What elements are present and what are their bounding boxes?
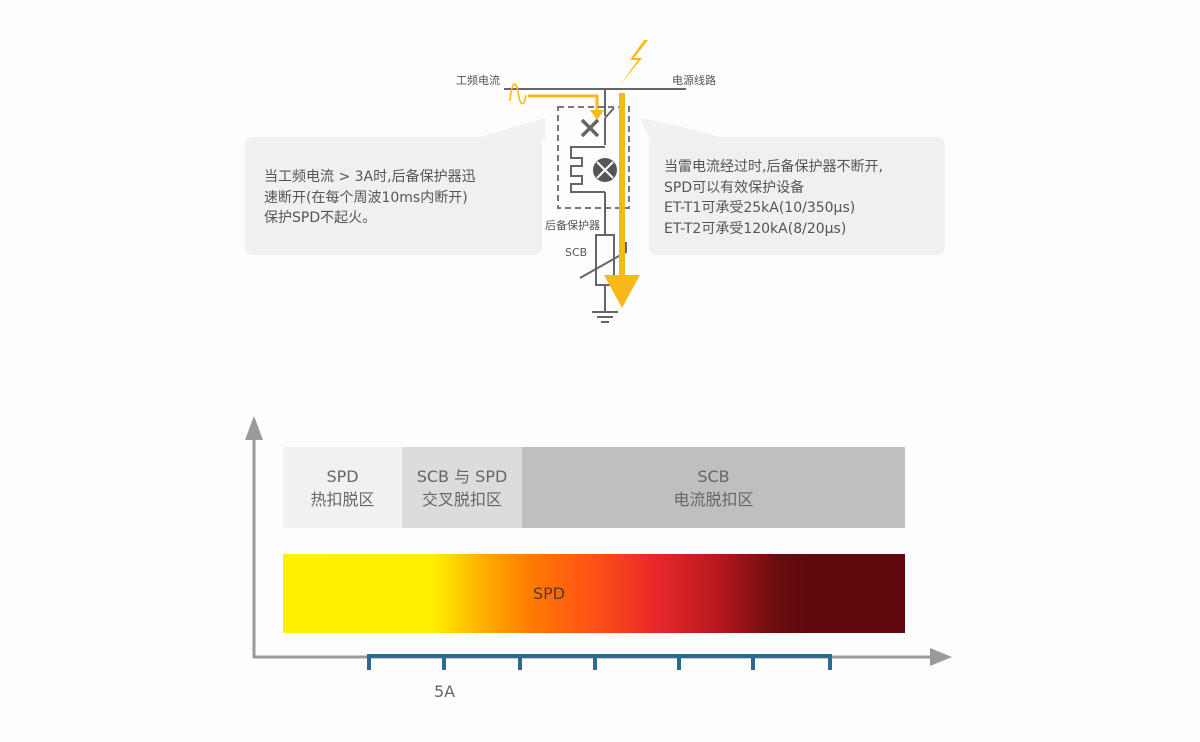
- y-axis-arrow-icon: [245, 416, 263, 440]
- x-axis-ticks: [367, 654, 832, 670]
- x-axis-arrow-icon: [930, 648, 952, 666]
- spd-bar-label: SPD: [532, 584, 566, 603]
- zone-spd-thermal-trip: SPD 热扣脱区: [283, 447, 402, 528]
- zone-title: SPD: [326, 466, 359, 486]
- label-backup-protector: 后备保护器: [545, 219, 600, 232]
- callout-right-line: 当雷电流经过时,后备保护器不断开,: [664, 159, 883, 175]
- zone-subtitle: 电流脱扣区: [673, 489, 754, 509]
- callout-right-line: ET-T1可承受25kA(10/350μs): [664, 200, 856, 216]
- callout-left: 当工频电流 > 3A时,后备保护器迅 速断开(在每个周波10ms内断开) 保护S…: [245, 137, 542, 255]
- callout-right: 当雷电流经过时,后备保护器不断开, SPD可以有效保护设备 ET-T1可承受25…: [649, 137, 945, 255]
- zone-subtitle: 热扣脱区: [310, 489, 375, 509]
- zone-subtitle: 交叉脱扣区: [421, 489, 502, 509]
- x-tick-label-5a: 5A: [434, 682, 456, 701]
- sine-wave-icon: [509, 83, 527, 105]
- lightning-current-arrow: [604, 275, 640, 308]
- spd-gradient-bar: SPD: [283, 554, 905, 633]
- zone-cross-trip: SCB 与 SPD 交叉脱扣区: [402, 447, 522, 528]
- lightning-icon: [620, 40, 648, 85]
- callout-right-line: SPD可以有效保护设备: [664, 179, 805, 196]
- zone-title: SCB: [697, 466, 730, 486]
- ground-icon: [592, 311, 618, 323]
- breaker-x-icon: [580, 118, 600, 138]
- label-power-frequency-current: 工频电流: [456, 74, 500, 87]
- label-power-line: 电源线路: [672, 74, 716, 87]
- callout-left-line: 保护SPD不起火。: [264, 210, 377, 226]
- chart-axes: [245, 416, 952, 670]
- backup-protector-box: [557, 106, 630, 209]
- label-scb: SCB: [565, 246, 588, 259]
- callout-left-line: 速断开(在每个周波10ms内断开): [264, 189, 468, 206]
- callout-left-line: 当工频电流 > 3A时,后备保护器迅: [264, 169, 476, 185]
- circuit-diagram: [470, 40, 730, 323]
- zone-scb-current-trip: SCB 电流脱扣区: [522, 447, 905, 528]
- zone-title: SCB 与 SPD: [416, 466, 508, 486]
- callout-right-line: ET-T2可承受120kA(8/20μs): [664, 220, 847, 237]
